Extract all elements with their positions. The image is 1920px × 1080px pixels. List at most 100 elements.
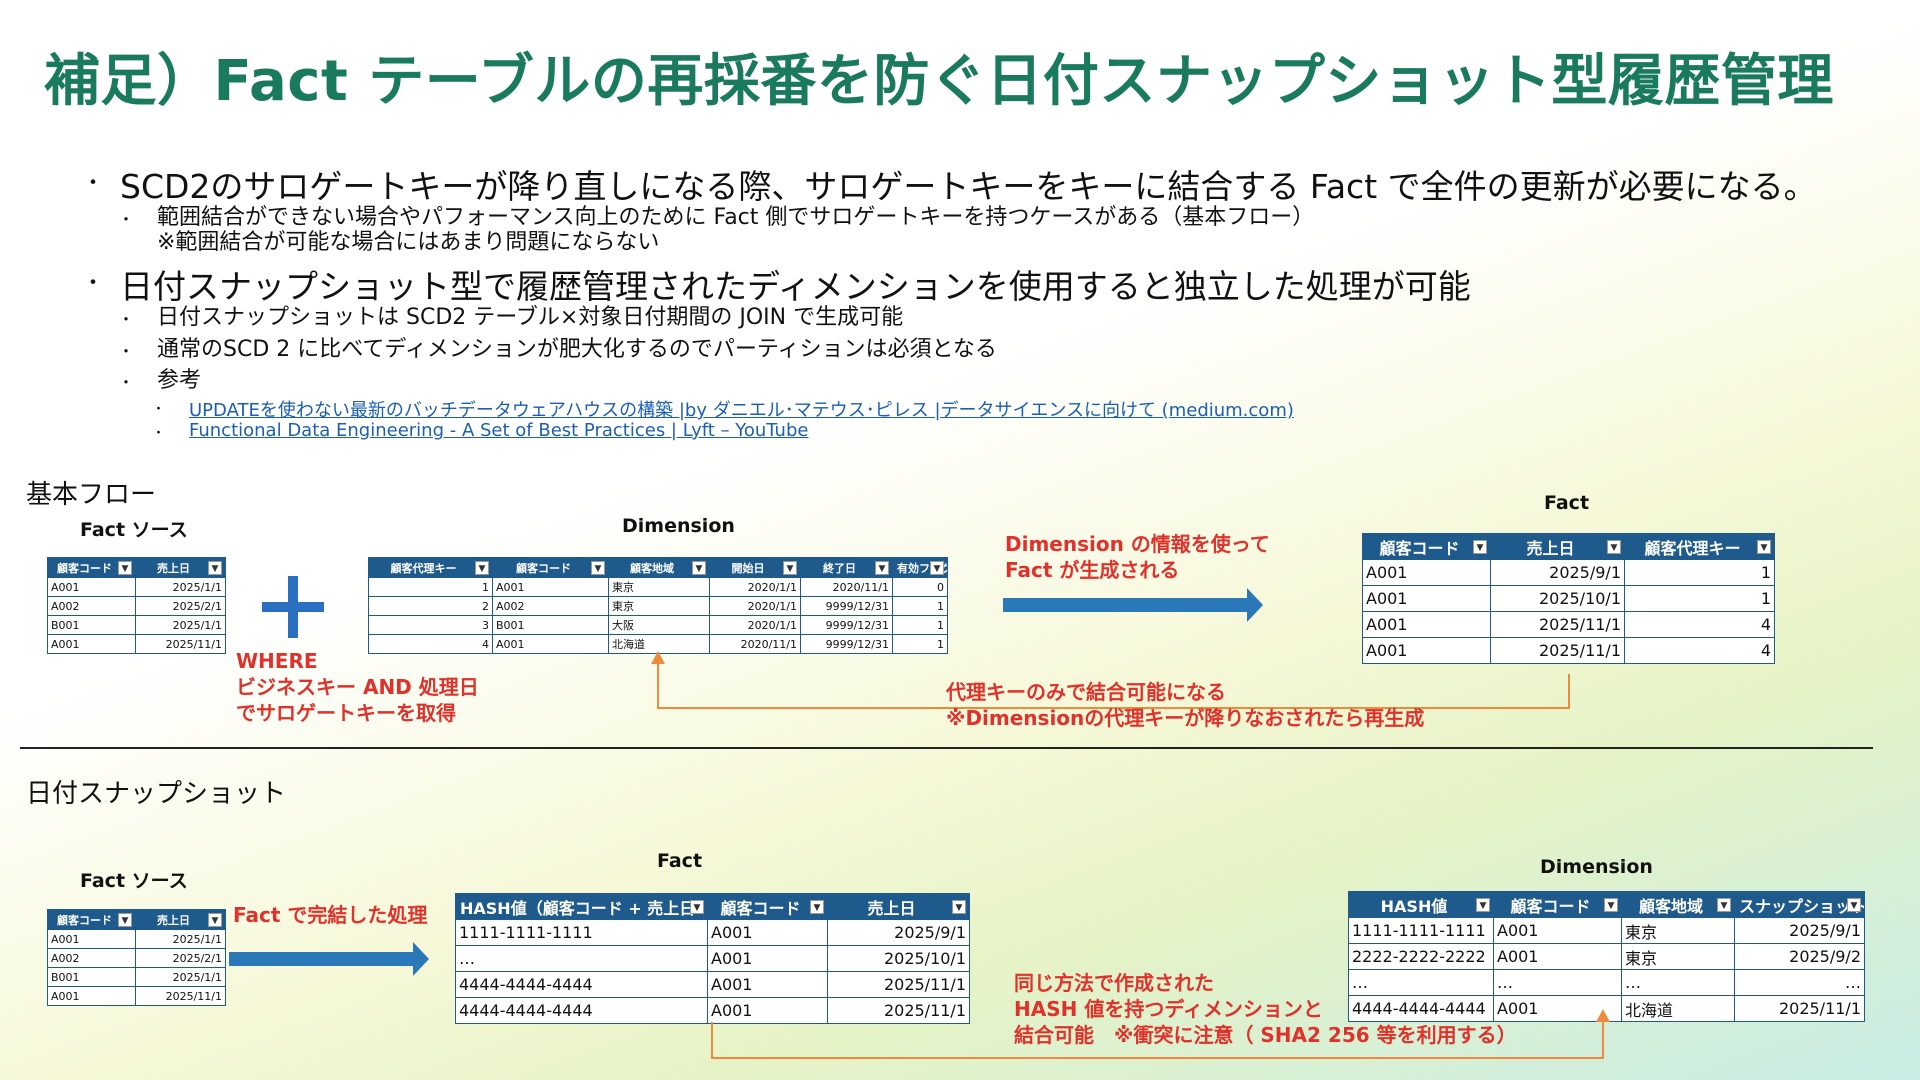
column-header-label: 売上日 xyxy=(1526,538,1575,558)
reference-link-1[interactable]: UPDATEを使わない最新のバッチデータウェアハウスの構築 |by ダニエル･マ… xyxy=(189,400,1294,421)
column-header-label: 顧客コード xyxy=(57,561,112,575)
column-header-label: 顧客コード xyxy=(57,913,112,927)
table-cell: 2025/10/1 xyxy=(827,945,970,972)
table-cell: 2025/1/1 xyxy=(135,615,226,635)
chevron-down-icon[interactable]: ▼ xyxy=(118,912,132,927)
snapshot-arrow-note: Fact で完結した処理 xyxy=(233,903,428,927)
table-cell: 3 xyxy=(368,615,493,635)
snapshot-bottom-note: 同じ方法で作成された HASH 値を持つディメンションと 結合可能 ※衝突に注意… xyxy=(1014,971,1517,1047)
table-cell: A001 xyxy=(1362,559,1491,586)
table-cell: 2025/9/1 xyxy=(827,919,970,946)
column-header-label: HASH値（顧客コード + 売上日 xyxy=(460,898,696,918)
snapshot-dimension-label: Dimension xyxy=(1540,856,1653,878)
chevron-down-icon[interactable]: ▼ xyxy=(1473,539,1487,554)
chevron-down-icon[interactable]: ▼ xyxy=(208,912,222,927)
connector-line-snapshot xyxy=(711,1009,1610,1059)
basic-arrow-note: Dimension の情報を使って Fact が生成される xyxy=(1005,532,1270,582)
table-cell: … xyxy=(455,945,708,972)
column-header-label: 顧客コード xyxy=(720,898,801,918)
table-cell: 2025/2/1 xyxy=(135,948,226,968)
column-header: 有効フラグ▼ xyxy=(892,557,948,578)
column-header: 顧客コード ▼ xyxy=(47,909,136,930)
table-cell: 4 xyxy=(368,634,493,654)
chevron-down-icon[interactable]: ▼ xyxy=(208,560,222,575)
table-cell: A001 xyxy=(1362,611,1491,638)
chevron-down-icon[interactable]: ▼ xyxy=(1717,897,1731,912)
table-cell: 4 xyxy=(1624,611,1775,638)
bullet-2-sub-1: 日付スナップショットは SCD2 テーブル×対象日付期間の JOIN で生成可能 xyxy=(157,305,904,330)
table-cell: A002 xyxy=(492,596,609,616)
plus-icon-vertical xyxy=(288,576,298,638)
table-cell: A002 xyxy=(47,596,136,616)
bullet-1-sub-1-note: ※範囲結合が可能な場合にはあまり問題にならない xyxy=(157,230,660,255)
column-header-label: 顧客代理キー xyxy=(390,561,457,575)
chevron-down-icon[interactable]: ▼ xyxy=(690,899,704,914)
chevron-down-icon[interactable]: ▼ xyxy=(952,899,966,914)
table-cell: … xyxy=(1621,969,1735,996)
table-cell: 東京 xyxy=(608,596,710,616)
table-cell: … xyxy=(1734,969,1865,996)
chevron-down-icon[interactable]: ▼ xyxy=(930,560,944,575)
bullet-dot: ・ xyxy=(152,426,166,441)
column-header: 顧客コード ▼ xyxy=(47,557,136,578)
column-header: 顧客代理キー▼ xyxy=(1624,533,1775,560)
bullet-dot: ・ xyxy=(118,210,135,229)
table-cell: 東京 xyxy=(1621,943,1735,970)
column-header-label: 終了日 xyxy=(823,561,856,575)
reference-link-2[interactable]: Functional Data Engineering - A Set of B… xyxy=(189,420,809,441)
column-header-label: 顧客地域 xyxy=(630,561,674,575)
chevron-down-icon[interactable]: ▼ xyxy=(875,560,889,575)
chevron-down-icon[interactable]: ▼ xyxy=(1607,539,1621,554)
table-cell: 1 xyxy=(892,615,948,635)
table-cell: 1 xyxy=(892,634,948,654)
column-header: 顧客地域 ▼ xyxy=(608,557,710,578)
table-cell: 北海道 xyxy=(608,634,710,654)
table-cell: … xyxy=(1493,969,1622,996)
table-cell: 4444-4444-4444 xyxy=(455,971,708,998)
bullet-1: SCD2のサロゲートキーが降り直しになる際、サロゲートキーをキーに結合する Fa… xyxy=(120,167,1817,206)
table-cell: 2025/2/1 xyxy=(135,596,226,616)
table-row: ………… xyxy=(1348,969,1865,996)
column-header: 売上日 ▼ xyxy=(1490,533,1625,560)
table-cell: 2020/1/1 xyxy=(709,596,801,616)
table-cell: 2025/1/1 xyxy=(135,929,226,949)
chevron-down-icon[interactable]: ▼ xyxy=(692,560,706,575)
chevron-down-icon[interactable]: ▼ xyxy=(1847,897,1861,912)
column-header: HASH値（顧客コード + 売上日▼ xyxy=(455,893,708,920)
table-cell: 2025/1/1 xyxy=(135,577,226,597)
right-arrow-icon xyxy=(229,942,429,976)
table-cell: A001 xyxy=(1362,637,1491,664)
table-cell: 大阪 xyxy=(608,615,710,635)
chevron-down-icon[interactable]: ▼ xyxy=(475,560,489,575)
table-cell: … xyxy=(1348,969,1494,996)
table-cell: A001 xyxy=(707,997,828,1024)
table-cell: A001 xyxy=(47,634,136,654)
bullet-dot: ・ xyxy=(82,171,105,196)
chevron-down-icon[interactable]: ▼ xyxy=(591,560,605,575)
table-cell: 2025/11/1 xyxy=(1734,995,1865,1022)
basic-dimension-label: Dimension xyxy=(622,515,735,537)
column-header-label: スナップショット日 xyxy=(1739,896,1864,916)
chevron-down-icon[interactable]: ▼ xyxy=(1604,897,1618,912)
chevron-down-icon[interactable]: ▼ xyxy=(783,560,797,575)
chevron-down-icon[interactable]: ▼ xyxy=(810,899,824,914)
chevron-down-icon[interactable]: ▼ xyxy=(1757,539,1771,554)
table-cell: 2020/1/1 xyxy=(709,577,801,597)
column-header: スナップショット日▼ xyxy=(1734,891,1865,918)
table-cell: 2025/11/1 xyxy=(827,971,970,998)
snapshot-heading: 日付スナップショット xyxy=(26,779,287,809)
right-arrow-icon xyxy=(1003,588,1263,622)
bullet-2-sub-2: 通常のSCD 2 に比べてディメンションが肥大化するのでパーティションは必須とな… xyxy=(157,337,997,362)
table-cell: A001 xyxy=(1493,943,1622,970)
table-cell: A001 xyxy=(707,919,828,946)
chevron-down-icon[interactable]: ▼ xyxy=(1476,897,1490,912)
snapshot-fact-label: Fact xyxy=(657,850,703,872)
chevron-down-icon[interactable]: ▼ xyxy=(118,560,132,575)
